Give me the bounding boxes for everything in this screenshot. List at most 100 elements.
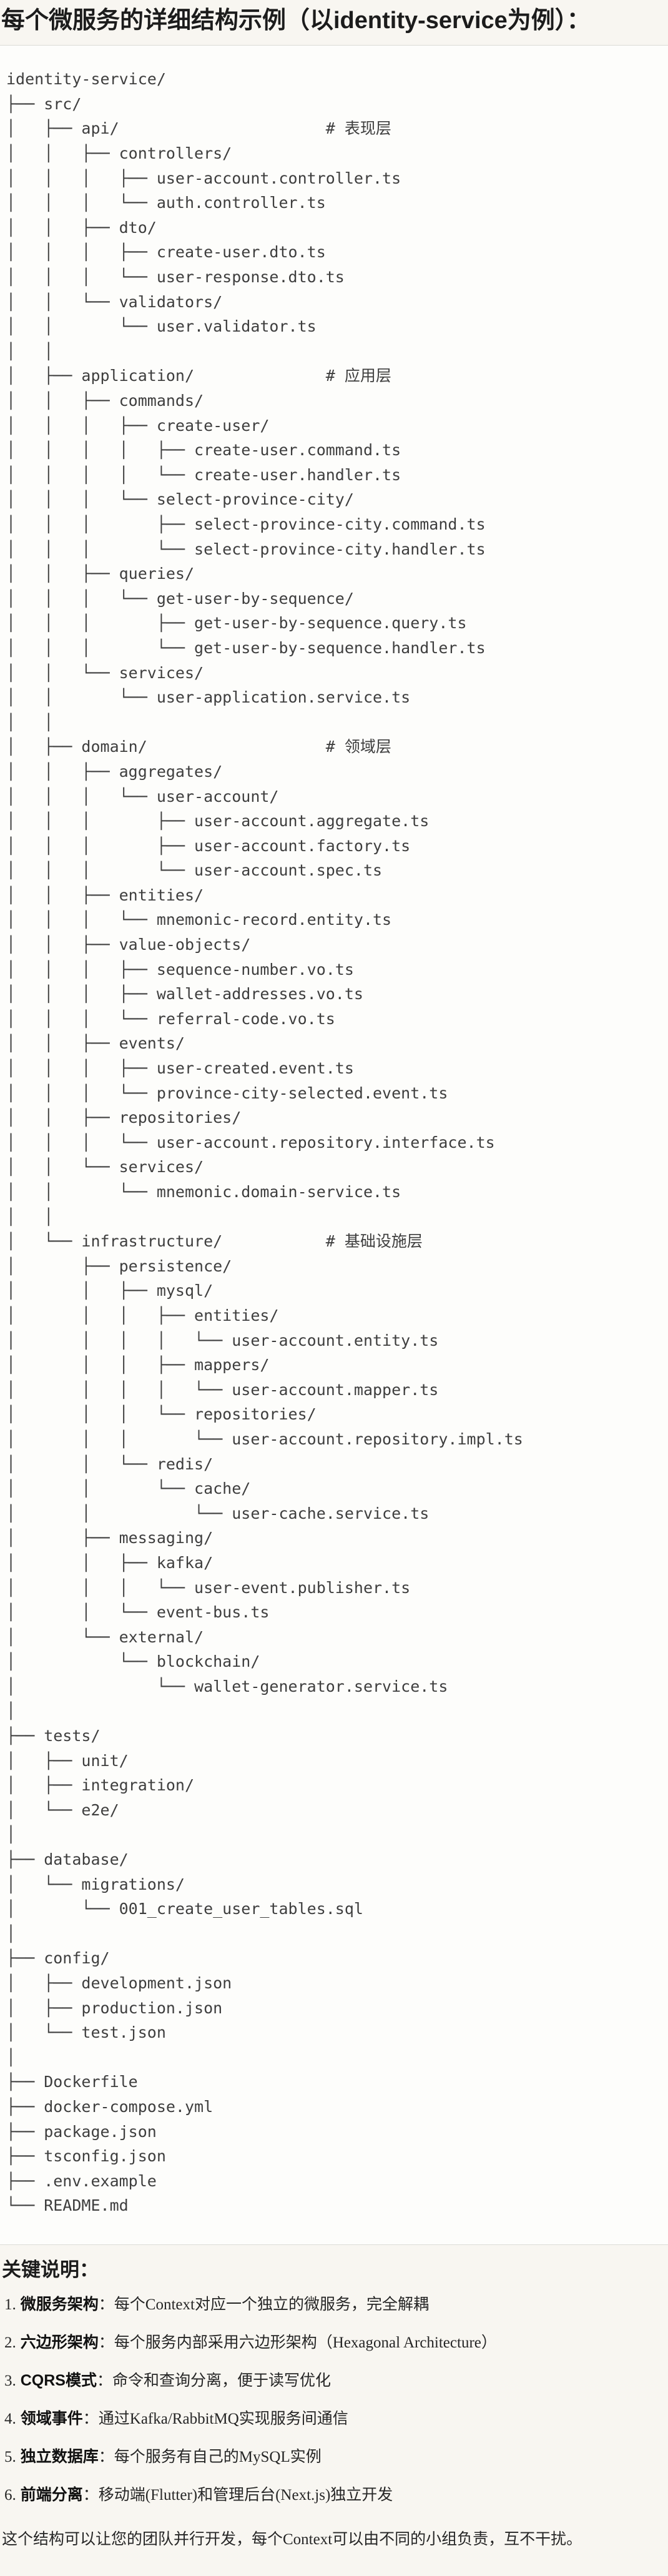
note-number: 3. bbox=[4, 2372, 16, 2390]
tree-line: │ │ ├── mysql/ bbox=[6, 1281, 214, 1300]
tree-line: │ │ │ │ └── create-user.handler.ts bbox=[6, 465, 401, 484]
tree-line: │ ├── messaging/ bbox=[6, 1529, 214, 1547]
tree-line: │ │ │ └── repositories/ bbox=[6, 1405, 317, 1424]
tree-line: │ │ └── services/ bbox=[6, 663, 204, 682]
note-term: 独立数据库 bbox=[20, 2448, 99, 2466]
tree-line: │ │ │ └── user-account.repository.interf… bbox=[6, 1133, 495, 1152]
tree-line: │ │ │ ├── user-account.factory.ts bbox=[6, 836, 411, 855]
tree-line: │ │ │ │ ├── create-user.command.ts bbox=[6, 441, 401, 460]
note-separator: ： bbox=[96, 2372, 112, 2390]
tree-line: │ bbox=[6, 1825, 16, 1844]
tree-line: │ │ ├── queries/ bbox=[6, 565, 195, 583]
note-text: 每个Context对应一个独立的微服务，完全解耦 bbox=[114, 2296, 429, 2314]
tree-line: │ │ │ └── user-account.spec.ts bbox=[6, 861, 383, 880]
tree-line: └── README.md bbox=[6, 2196, 129, 2215]
tree-line: │ │ │ ├── create-user/ bbox=[6, 416, 270, 435]
tree-line: ├── docker-compose.yml bbox=[6, 2097, 214, 2116]
tree-line: │ │ │ ├── user-created.event.ts bbox=[6, 1059, 354, 1078]
tree-line: │ │ └── redis/ bbox=[6, 1454, 214, 1473]
tree-line: │ │ ├── controllers/ bbox=[6, 144, 232, 163]
note-text: 通过Kafka/RabbitMQ实现服务间通信 bbox=[98, 2411, 348, 2428]
tree-line: │ │ │ └── get-user-by-sequence.handler.t… bbox=[6, 638, 486, 657]
tree-line: │ │ │ ├── create-user.dto.ts bbox=[6, 243, 326, 262]
note-number: 1. bbox=[4, 2296, 16, 2314]
tree-line: ├── Dockerfile bbox=[6, 2073, 138, 2091]
tree-line: │ └── test.json bbox=[6, 2023, 166, 2042]
tree-line: │ │ │ └── user-event.publisher.ts bbox=[6, 1578, 411, 1597]
note-term: 领域事件 bbox=[20, 2410, 83, 2428]
notes-heading: 关键说明： bbox=[2, 2258, 99, 2281]
note-number: 6. bbox=[4, 2487, 16, 2504]
tree-line: │ │ │ └── referral-code.vo.ts bbox=[6, 1009, 335, 1028]
tree-line: │ │ ├── events/ bbox=[6, 1034, 185, 1053]
tree-line: │ │ │ ├── user-account.controller.ts bbox=[6, 169, 401, 187]
tree-line: │ │ │ └── user-response.dto.ts bbox=[6, 268, 345, 287]
note-item: 2.六边形架构：每个服务内部采用六边形架构（Hexagonal Architec… bbox=[4, 2332, 668, 2354]
tree-line: │ │ │ ├── wallet-addresses.vo.ts bbox=[6, 985, 363, 1004]
tree-line: ├── database/ bbox=[6, 1850, 129, 1869]
tree-line: ├── config/ bbox=[6, 1949, 110, 1968]
note-separator: ： bbox=[98, 2334, 114, 2352]
note-text: 移动端(Flutter)和管理后台(Next.js)独立开发 bbox=[98, 2487, 393, 2504]
tree-line: │ │ │ └── user-account.repository.impl.t… bbox=[6, 1429, 523, 1448]
tree-line: │ │ │ └── user-account/ bbox=[6, 787, 279, 806]
note-text: 每个服务内部采用六边形架构（Hexagonal Architecture） bbox=[114, 2334, 497, 2352]
tree-line: │ │ └── mnemonic.domain-service.ts bbox=[6, 1183, 401, 1202]
tree-line: │ │ │ ├── mappers/ bbox=[6, 1356, 270, 1374]
tree-line: │ │ │ └── get-user-by-sequence/ bbox=[6, 589, 354, 608]
tree-line: │ │ └── validators/ bbox=[6, 292, 223, 311]
page-title: 每个微服务的详细结构示例（以identity-service为例）： bbox=[1, 7, 591, 34]
note-item: 4.领域事件：通过Kafka/RabbitMQ实现服务间通信 bbox=[4, 2408, 668, 2430]
tree-line: │ │ └── user-cache.service.ts bbox=[6, 1504, 430, 1522]
tree-line: │ │ ├── dto/ bbox=[6, 218, 157, 237]
tree-line: │ ├── api/ # 表现层 bbox=[6, 119, 391, 138]
tree-line: ├── src/ bbox=[6, 94, 82, 113]
tree-line: │ bbox=[6, 1924, 16, 1943]
tree-line: │ ├── unit/ bbox=[6, 1751, 129, 1770]
directory-tree: identity-service/ ├── src/ │ ├── api/ # 表现… bbox=[6, 67, 661, 2218]
footer-note: 这个结构可以让您的团队并行开发，每个Context可以由不同的小组负责，互不干扰… bbox=[2, 2531, 582, 2549]
tree-line: │ bbox=[6, 2048, 16, 2066]
note-separator: ： bbox=[82, 2411, 99, 2428]
code-block: identity-service/ ├── src/ │ ├── api/ # 表现… bbox=[0, 45, 668, 2245]
tree-line: │ │ │ ├── select-province-city.command.t… bbox=[6, 515, 486, 533]
tree-line: │ │ ├── value-objects/ bbox=[6, 935, 251, 954]
tree-line: │ │ └── user-application.service.ts bbox=[6, 688, 411, 707]
tree-line: │ │ ├── aggregates/ bbox=[6, 762, 223, 781]
tree-line: │ ├── persistence/ bbox=[6, 1256, 232, 1275]
tree-line: │ │ bbox=[6, 342, 54, 360]
note-separator: ： bbox=[82, 2487, 99, 2504]
tree-line: │ │ │ └── mnemonic-record.entity.ts bbox=[6, 910, 392, 929]
tree-line: │ │ │ └── select-province-city/ bbox=[6, 490, 354, 509]
tree-line: │ │ └── event-bus.ts bbox=[6, 1603, 270, 1622]
notes-list: 1.微服务架构 ： 每个Context对应一个独立的微服务，完全解耦 2.六边形架构… bbox=[0, 2294, 668, 2506]
note-term: 微服务架构 bbox=[20, 2296, 99, 2314]
tree-line: │ │ ├── entities/ bbox=[6, 886, 204, 904]
tree-line: ├── .env.example bbox=[6, 2171, 157, 2190]
tree-line: ├── tsconfig.json bbox=[6, 2147, 166, 2166]
tree-line: │ │ └── user.validator.ts bbox=[6, 317, 317, 336]
tree-line: identity-service/ bbox=[6, 70, 166, 89]
tree-line: │ │ │ └── province-city-selected.event.t… bbox=[6, 1083, 448, 1102]
document-page: 每个微服务的详细结构示例（以identity-service为例）： ident… bbox=[0, 5, 668, 2550]
tree-line: │ └── wallet-generator.service.ts bbox=[6, 1677, 448, 1695]
tree-line: │ bbox=[6, 1702, 16, 1720]
tree-line: │ │ │ ├── user-account.aggregate.ts bbox=[6, 812, 430, 831]
tree-line: │ ├── production.json bbox=[6, 1998, 223, 2017]
tree-line: │ └── migrations/ bbox=[6, 1875, 185, 1893]
tree-line: │ └── external/ bbox=[6, 1627, 204, 1646]
tree-line: │ └── e2e/ bbox=[6, 1800, 119, 1819]
tree-line: │ │ bbox=[6, 1207, 54, 1226]
tree-line: │ │ ├── commands/ bbox=[6, 392, 204, 410]
tree-line: │ ├── development.json bbox=[6, 1974, 232, 1993]
note-item: 3.CQRS模式：命令和查询分离，便于读写优化 bbox=[4, 2370, 668, 2392]
note-number: 4. bbox=[4, 2411, 16, 2428]
tree-line: │ │ ├── repositories/ bbox=[6, 1108, 242, 1127]
note-term: 前端分离 bbox=[20, 2486, 83, 2504]
note-term: 六边形架构 bbox=[20, 2334, 99, 2352]
tree-line: │ │ │ ├── sequence-number.vo.ts bbox=[6, 960, 354, 979]
note-item: 6.前端分离：移动端(Flutter)和管理后台(Next.js)独立开发 bbox=[4, 2484, 668, 2506]
tree-line: │ │ │ │ └── user-account.mapper.ts bbox=[6, 1380, 439, 1399]
tree-line: │ │ └── services/ bbox=[6, 1158, 204, 1177]
tree-line: │ ├── application/ # 应用层 bbox=[6, 367, 391, 385]
